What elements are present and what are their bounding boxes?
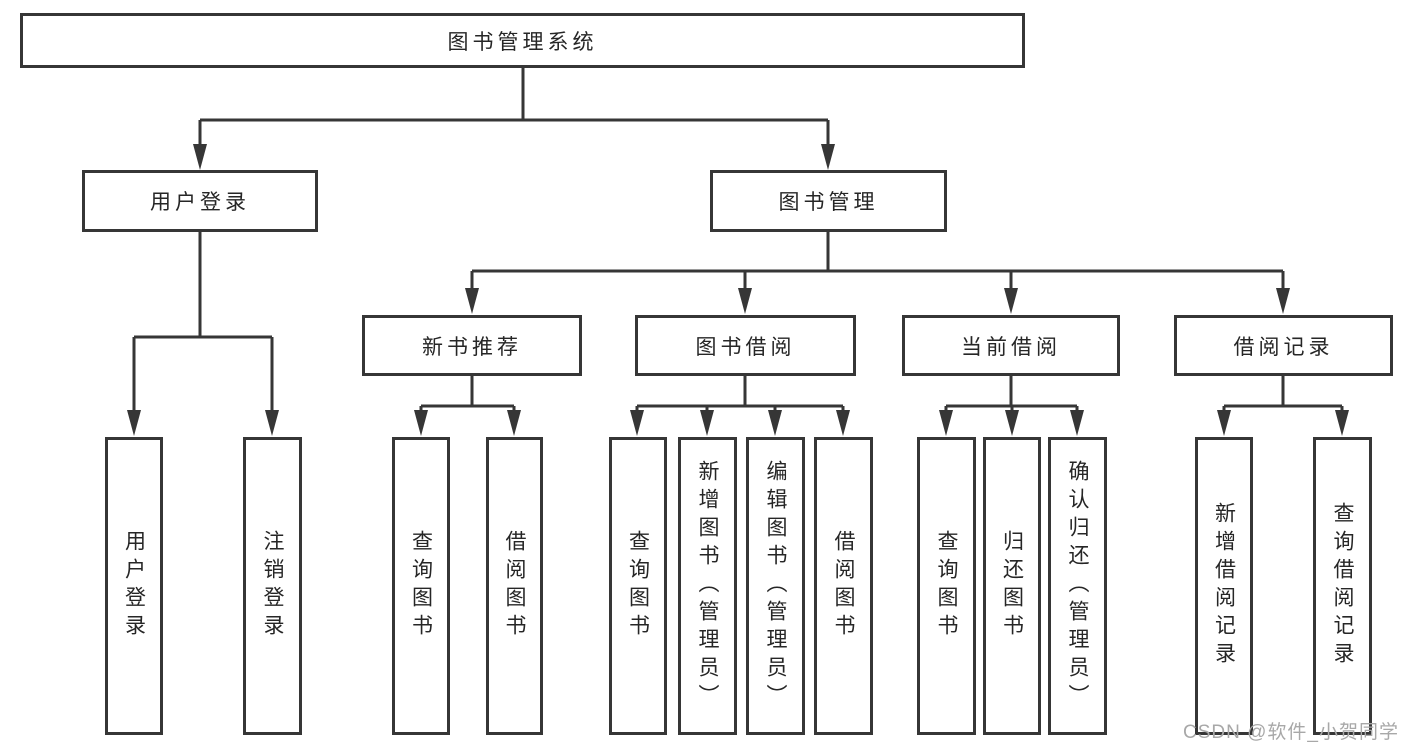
arrowhead-icon (738, 288, 752, 314)
csdn-watermark: CSDN @软件_小贺同学 (1183, 722, 1399, 743)
node-new-book-recommend: 新书推荐 (362, 315, 582, 376)
arrowhead-icon (1004, 288, 1018, 314)
node-library-system: 图书管理系统 (20, 13, 1025, 68)
arrowhead-icon (1217, 410, 1231, 436)
connector-user-login-children (132, 232, 274, 412)
arrowhead-icon (507, 410, 521, 436)
arrowhead-icon (768, 410, 782, 436)
arrowhead-icon (700, 410, 714, 436)
leaf-current-query-books: 查询图书 (917, 437, 976, 735)
arrowhead-icon (1276, 288, 1290, 314)
leaf-borrow-add-books-admin: 新增图书（管理员） (678, 437, 737, 735)
leaf-current-confirm-return-admin: 确认归还（管理员） (1048, 437, 1107, 735)
arrowhead-icon (836, 410, 850, 436)
node-current-borrow: 当前借阅 (902, 315, 1120, 376)
connector-root-to-level2 (198, 67, 830, 146)
node-book-management: 图书管理 (710, 170, 947, 232)
leaf-borrow-query-books: 查询图书 (609, 437, 667, 735)
arrowhead-icon (127, 410, 141, 436)
connector-records-children (1222, 376, 1344, 412)
connector-recommend-children (419, 376, 516, 412)
arrowhead-icon (1005, 410, 1019, 436)
arrowhead-icon (414, 410, 428, 436)
leaf-borrow-borrow-books: 借阅图书 (814, 437, 873, 735)
arrowhead-icon (1335, 410, 1349, 436)
arrowhead-icon (465, 288, 479, 314)
arrowhead-icon (630, 410, 644, 436)
leaf-records-query-record: 查询借阅记录 (1313, 437, 1372, 735)
arrowhead-icon (265, 410, 279, 436)
leaf-logout: 注销登录 (243, 437, 302, 735)
leaf-user-login: 用户登录 (105, 437, 163, 735)
arrowhead-icon (939, 410, 953, 436)
connector-borrow-children (635, 376, 845, 412)
node-borrow-records: 借阅记录 (1174, 315, 1393, 376)
leaf-borrow-edit-books-admin: 编辑图书（管理员） (746, 437, 805, 735)
leaf-records-add-record: 新增借阅记录 (1195, 437, 1253, 735)
connector-arrowheads (127, 144, 1349, 436)
leaf-current-return-books: 归还图书 (983, 437, 1041, 735)
connector-current-children (944, 376, 1079, 412)
arrowhead-icon (821, 144, 835, 170)
leaf-recommend-query-books: 查询图书 (392, 437, 450, 735)
arrowhead-icon (1070, 410, 1084, 436)
arrowhead-icon (193, 144, 207, 170)
leaf-recommend-borrow-books: 借阅图书 (486, 437, 543, 735)
connector-book-management-children (470, 232, 1285, 290)
node-book-borrow: 图书借阅 (635, 315, 856, 376)
node-user-login: 用户登录 (82, 170, 318, 232)
